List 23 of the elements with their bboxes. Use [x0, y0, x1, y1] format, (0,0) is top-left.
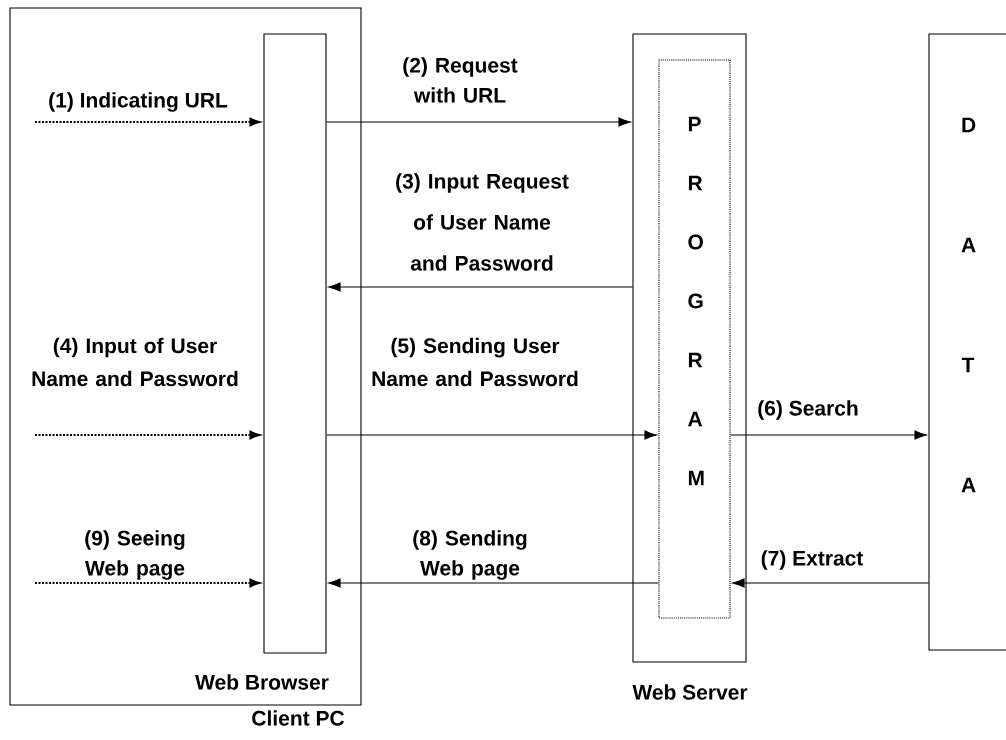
arrow — [732, 578, 929, 588]
box-label: Client PC — [252, 710, 345, 726]
edge-label: (3) Input Request of User Name and Password — [396, 173, 569, 271]
edge-label: (6) Search — [758, 400, 858, 420]
vertical-letters: P R O G R A M — [688, 116, 704, 486]
box-label: Web Browser — [195, 674, 329, 690]
edge-label: (7) Extract — [761, 550, 864, 570]
vertical-letters: D A T A — [961, 117, 976, 493]
box-label: Web Server — [632, 684, 748, 700]
arrow — [34, 117, 261, 127]
edge-label: (2) Request with URL — [403, 57, 518, 103]
arrow — [326, 430, 657, 440]
arrow — [326, 117, 631, 127]
arrow — [34, 430, 261, 440]
edge-label: (9) Seeing Web page — [85, 530, 185, 580]
edge-label: (1) Indicating URL — [49, 92, 228, 112]
arrow — [328, 578, 659, 588]
edge-label: (5) Sending User Name and Password — [372, 337, 578, 387]
edge-label: (4) Input of User Name and Password — [32, 337, 238, 387]
arrow — [730, 430, 927, 440]
edge-label: (8) Sending Web page — [413, 530, 527, 580]
arrow — [34, 578, 261, 588]
arrow — [328, 282, 633, 292]
